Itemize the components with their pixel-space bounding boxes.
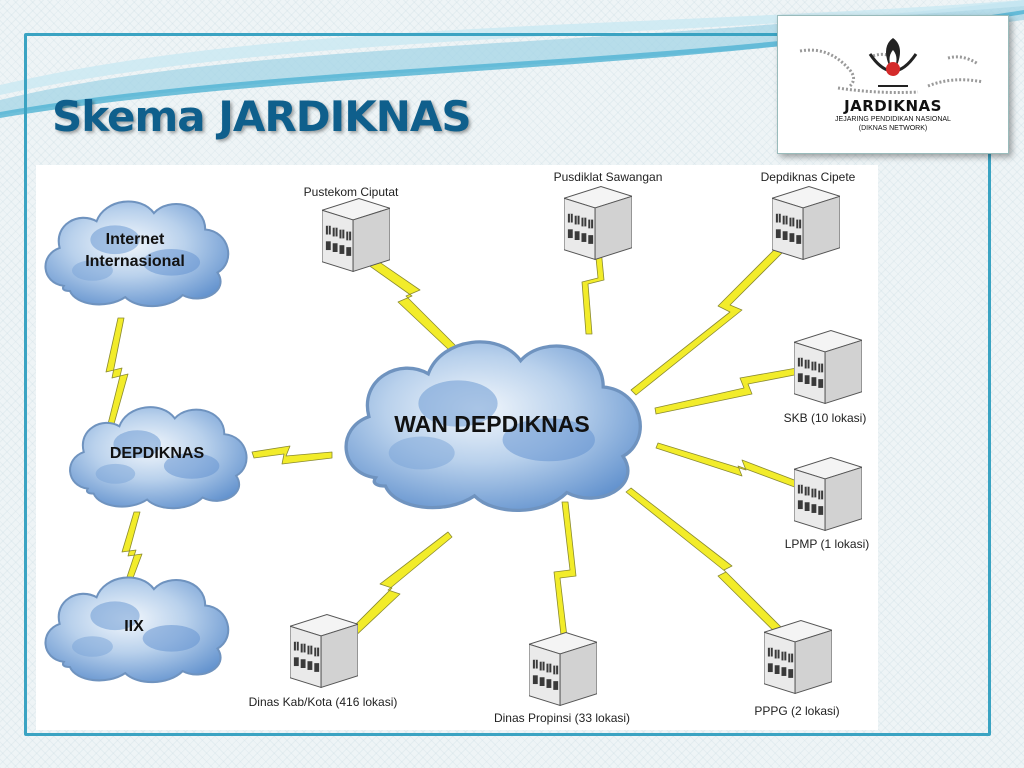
cloud-wan-depdiknas: WAN DEPDIKNAS xyxy=(344,340,642,513)
link-internet-depdiknas xyxy=(105,317,129,425)
logo-name: JARDIKNAS xyxy=(844,97,942,115)
header-swoosh xyxy=(0,0,1024,118)
cloud-internet-label-line1: Internet xyxy=(106,231,165,248)
building-icon xyxy=(290,614,358,688)
cloud-iix: IIX xyxy=(44,576,230,684)
cloud-internet-label-line2: Internasional xyxy=(85,253,185,270)
link-depdiknas-wan xyxy=(251,445,333,465)
site-depdiknas-cipete: Depdiknas Cipete xyxy=(761,170,856,260)
site-label: Dinas Kab/Kota (416 lokasi) xyxy=(249,695,398,709)
cloud-wan-label: WAN DEPDIKNAS xyxy=(394,411,590,437)
building-icon xyxy=(322,198,390,272)
site-label: Pustekom Ciputat xyxy=(304,185,399,199)
slide-frame xyxy=(24,33,991,736)
site-pustekom-ciputat: Pustekom Ciputat xyxy=(304,185,399,272)
link-depdiknas-iix xyxy=(121,511,143,587)
building-icon xyxy=(772,186,840,260)
logo-subtitle-network: (DIKNAS NETWORK) xyxy=(858,125,928,132)
site-dinas-kab-kota: Dinas Kab/Kota (416 lokasi) xyxy=(249,614,398,709)
building-icon xyxy=(794,330,862,404)
jardiknas-logo: JARDIKNAS JEJARING PENDIDIKAN NASIONAL (… xyxy=(777,15,1009,154)
wan-links xyxy=(105,237,811,663)
link-pppg xyxy=(625,487,807,658)
cloud-depdiknas-label: DEPDIKNAS xyxy=(110,445,205,462)
site-label: Dinas Propinsi (33 lokasi) xyxy=(494,711,630,725)
site-dinas-propinsi: Dinas Propinsi (33 lokasi) xyxy=(494,632,630,725)
building-icon xyxy=(564,186,632,260)
slide-title: Skema JARDIKNAS xyxy=(52,92,472,141)
site-pppg: PPPG (2 lokasi) xyxy=(754,620,840,718)
cloud-depdiknas: DEPDIKNAS xyxy=(68,406,248,510)
link-cipete xyxy=(630,239,791,396)
site-label: PPPG (2 lokasi) xyxy=(754,704,839,718)
indonesia-map-emblem-icon xyxy=(799,38,984,94)
cloud-internet-internasional: Internet Internasional xyxy=(44,200,230,308)
building-icon xyxy=(764,620,832,694)
building-icon xyxy=(794,457,862,531)
site-label: LPMP (1 lokasi) xyxy=(785,537,869,551)
link-skb xyxy=(654,365,811,415)
site-label: Pusdiklat Sawangan xyxy=(554,170,663,184)
logo-subtitle: JEJARING PENDIDIKAN NASIONAL xyxy=(835,116,951,123)
site-pusdiklat-sawangan: Pusdiklat Sawangan xyxy=(554,170,663,260)
building-icon xyxy=(529,632,597,706)
site-label: SKB (10 lokasi) xyxy=(784,411,867,425)
cloud-iix-label: IIX xyxy=(124,618,144,635)
site-label: Depdiknas Cipete xyxy=(761,170,856,184)
site-lpmp: LPMP (1 lokasi) xyxy=(785,457,869,551)
site-skb: SKB (10 lokasi) xyxy=(784,330,867,425)
link-lpmp xyxy=(655,442,811,493)
